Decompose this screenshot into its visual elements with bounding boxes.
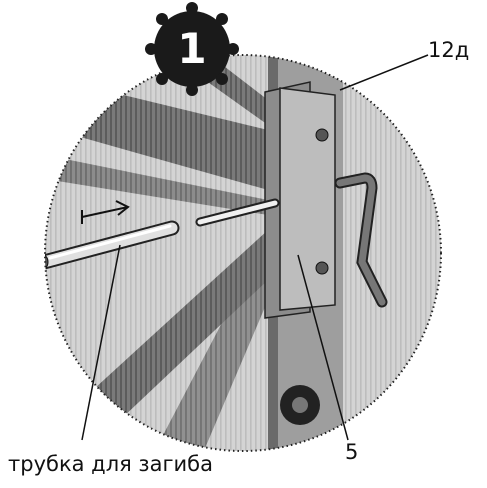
beam-middle <box>45 150 268 215</box>
callout-part-5: 5 <box>345 440 359 464</box>
bolt-bottom <box>315 261 329 275</box>
bolt-top <box>315 128 329 142</box>
wheel <box>280 385 320 425</box>
magnifier-outline <box>44 54 442 452</box>
callout-bend-tube: трубка для загиба <box>8 452 213 476</box>
beam-lower-left <box>60 230 268 420</box>
beam-lower <box>150 235 268 451</box>
bend-tube <box>45 220 180 270</box>
arrow-right-icon <box>81 200 130 224</box>
leader-tube <box>81 244 121 441</box>
bracket-face <box>279 87 336 311</box>
inserted-rod <box>195 198 280 227</box>
leader-5 <box>297 254 349 441</box>
leader-12d <box>339 54 429 91</box>
crank-handle <box>334 172 388 308</box>
step-badge <box>145 2 239 96</box>
step-number: 1 <box>177 23 207 73</box>
callout-part-12d: 12д <box>428 38 470 62</box>
badge-background <box>154 11 230 87</box>
